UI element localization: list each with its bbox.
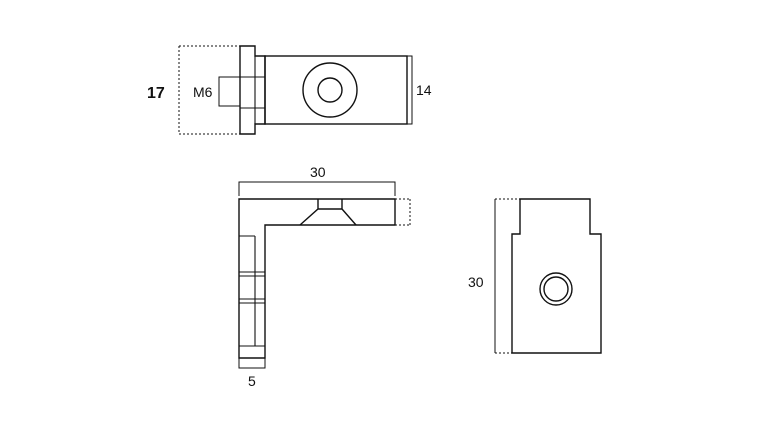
side-view-outline — [511, 198, 602, 354]
dim-30-top-label: 30 — [310, 164, 326, 180]
front-view — [238, 181, 411, 369]
angle-profile-outline — [238, 198, 396, 359]
front-view-hidden-line — [395, 198, 411, 226]
side-view-hole-inner — [543, 276, 569, 302]
top-view-extension-lines — [178, 45, 240, 135]
top-view-counterbore-inner — [317, 77, 343, 103]
side-view-hole-outer — [539, 272, 573, 306]
thread-bracket — [218, 76, 240, 107]
dim-14-label: 14 — [416, 82, 432, 98]
vertical-leg-lines — [239, 235, 265, 347]
side-view — [494, 198, 602, 354]
thread-label: M6 — [193, 84, 213, 100]
top-view-lug-lines — [240, 56, 265, 124]
top-view-counterbore-outer — [302, 62, 358, 118]
dim-30-side-label: 30 — [468, 274, 484, 290]
dim-5-label: 5 — [248, 373, 256, 389]
dim-14-line — [407, 55, 413, 125]
side-view-extension-lines — [495, 198, 520, 354]
dim-5-line — [238, 358, 266, 369]
top-view-body — [264, 55, 408, 125]
dim-30-top-line — [238, 181, 396, 196]
top-view-lug-outline — [239, 45, 266, 135]
top-view — [178, 45, 413, 135]
countersink-profile — [299, 199, 357, 226]
dim-17-label: 17 — [147, 85, 165, 102]
